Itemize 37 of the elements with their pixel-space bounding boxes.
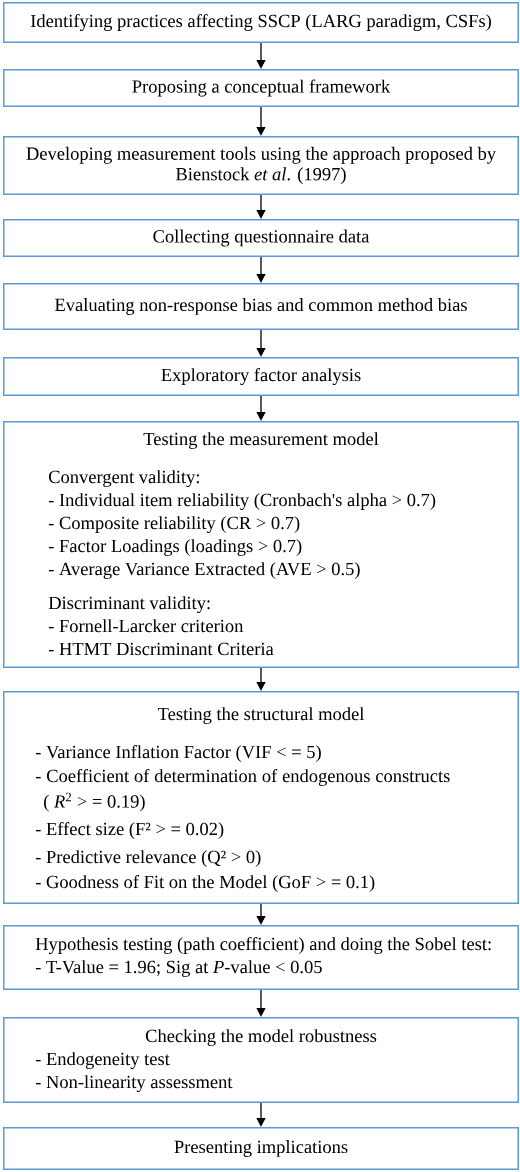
list-item: - Effect size (F² > = 0.02) (35, 822, 224, 839)
list-item: - T-Value = 1.96; Sig at P-value < 0.05 (35, 960, 322, 977)
process-box: Evaluating non-response bias and common method bias (3, 283, 519, 330)
process-box: Developing measurement tools using the approach proposed by Bienstock et al. (1997) (3, 136, 519, 195)
group-heading: Convergent validity: (48, 470, 199, 487)
process-box: Exploratory factor analysis (3, 357, 519, 396)
arrow (256, 106, 266, 136)
list-item: - Variance Inflation Factor (VIF < = 5) (35, 745, 321, 762)
list-item: - HTMT Discriminant Criteria (48, 642, 274, 656)
list-item: - Goodness of Fit on the Model (GoF > = 0.1) (35, 875, 375, 892)
list-item: - Individual item reliability (Cronbach's alpha > 0.7) (48, 493, 436, 510)
arrow (256, 194, 266, 219)
list-item: - Endogeneity test (35, 1052, 170, 1069)
process-box: Collecting questionnaire data (3, 219, 519, 257)
list-item: - Average Variance Extracted (AVE > 0.5) (48, 562, 360, 579)
arrow (256, 42, 266, 69)
group-heading: Discriminant validity: (48, 596, 210, 613)
list-item: - Composite reliability (CR > 0.7) (48, 516, 300, 533)
arrow (256, 903, 266, 925)
arrow (256, 395, 266, 421)
process-box: Presenting implications (3, 1127, 519, 1170)
list-item: - Predictive relevance (Q² > 0) (35, 850, 261, 867)
arrow (256, 256, 266, 283)
list-item: - Fornell-Larcker criterion (48, 619, 244, 633)
process-box: Identifying practices affecting SSCP (LARG paradigm, CSFs) (3, 2, 519, 43)
list-item: - Coefficient of determination of endogenous constructs ( R$^{2}$ > = 0.19) (35, 769, 450, 812)
list-item: - Factor Loadings (loadings > 0.7) (48, 539, 302, 556)
step-heading: Checking the model robustness (145, 1029, 377, 1046)
step-heading: Testing the measurement model (143, 432, 379, 449)
arrow (256, 667, 266, 691)
arrow (256, 1102, 266, 1127)
process-box: Proposing a conceptual framework (3, 69, 519, 107)
step-heading: Testing the structural model (157, 707, 365, 724)
step-heading: Hypothesis testing (path coefficient) and doing the Sobel test: (35, 937, 491, 954)
arrow (256, 989, 266, 1017)
arrow (256, 329, 266, 357)
list-item: - Non-linearity assessment (35, 1075, 233, 1092)
